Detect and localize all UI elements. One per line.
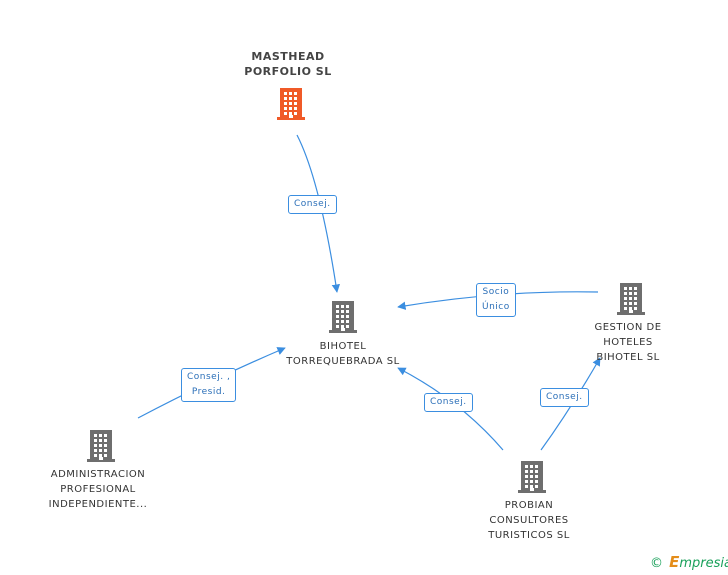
- edge-label-line-1: Consej. ,: [187, 372, 231, 382]
- edge-label-line-1: Socio: [482, 287, 510, 297]
- brand-rest: mpresia: [679, 556, 728, 571]
- node-masthead-line-2: PORFOLIO SL: [244, 65, 332, 78]
- building-glyph: [329, 301, 357, 333]
- copyright-icon: ©: [650, 556, 663, 571]
- building-icon-bihotel[interactable]: [328, 299, 358, 333]
- node-administracion-line-3: INDEPENDIENTE...: [48, 499, 148, 510]
- building-glyph: [277, 88, 305, 120]
- building-icon-gestion[interactable]: [616, 281, 646, 315]
- edge-label-line-2: Único: [482, 302, 510, 312]
- building-icon-masthead[interactable]: [276, 86, 306, 120]
- building-glyph: [617, 283, 645, 315]
- node-probian-label[interactable]: PROBIAN CONSULTORES TURISTICOS SL: [469, 498, 589, 543]
- edge-label-line-2: Presid.: [191, 387, 226, 397]
- edge-label-line-1: Consej.: [430, 397, 467, 407]
- node-masthead-label[interactable]: MASTHEAD PORFOLIO SL: [238, 49, 338, 79]
- node-masthead-line-1: MASTHEAD: [251, 50, 325, 63]
- edge-label-gestion-bihotel[interactable]: Socio Único: [476, 283, 516, 317]
- edge-label-masthead-bihotel[interactable]: Consej.: [288, 195, 337, 214]
- building-glyph: [87, 430, 115, 462]
- edge-label-probian-bihotel[interactable]: Consej.: [424, 393, 473, 412]
- building-icon-administracion[interactable]: [86, 428, 116, 462]
- brand-initial: E: [669, 553, 680, 571]
- building-glyph: [518, 461, 546, 493]
- edge-label-administracion-bihotel[interactable]: Consej. , Presid.: [181, 368, 237, 402]
- node-gestion-line-1: GESTION DE: [594, 322, 662, 333]
- empresia-logo[interactable]: © Empresia: [650, 553, 728, 571]
- node-probian-line-2: CONSULTORES: [489, 515, 569, 526]
- node-administracion-line-2: PROFESIONAL: [60, 484, 136, 495]
- node-bihotel-label[interactable]: BIHOTEL TORREQUEBRADA SL: [263, 339, 423, 369]
- node-gestion-label[interactable]: GESTION DE HOTELES BIHOTEL SL: [578, 320, 678, 365]
- node-probian-line-3: TURISTICOS SL: [488, 530, 570, 541]
- building-icon-probian[interactable]: [517, 459, 547, 493]
- node-probian-line-1: PROBIAN: [504, 500, 554, 511]
- node-bihotel-line-2: TORREQUEBRADA SL: [286, 356, 400, 367]
- node-gestion-line-3: BIHOTEL SL: [596, 352, 660, 363]
- edge-label-probian-gestion[interactable]: Consej.: [540, 388, 589, 407]
- node-gestion-line-2: HOTELES: [603, 337, 653, 348]
- node-administracion-line-1: ADMINISTRACION: [50, 469, 146, 480]
- node-administracion-label[interactable]: ADMINISTRACION PROFESIONAL INDEPENDIENTE…: [38, 467, 158, 512]
- edge-label-line-1: Consej.: [546, 392, 583, 402]
- edge-label-line-1: Consej.: [294, 199, 331, 209]
- node-bihotel-line-1: BIHOTEL: [319, 341, 367, 352]
